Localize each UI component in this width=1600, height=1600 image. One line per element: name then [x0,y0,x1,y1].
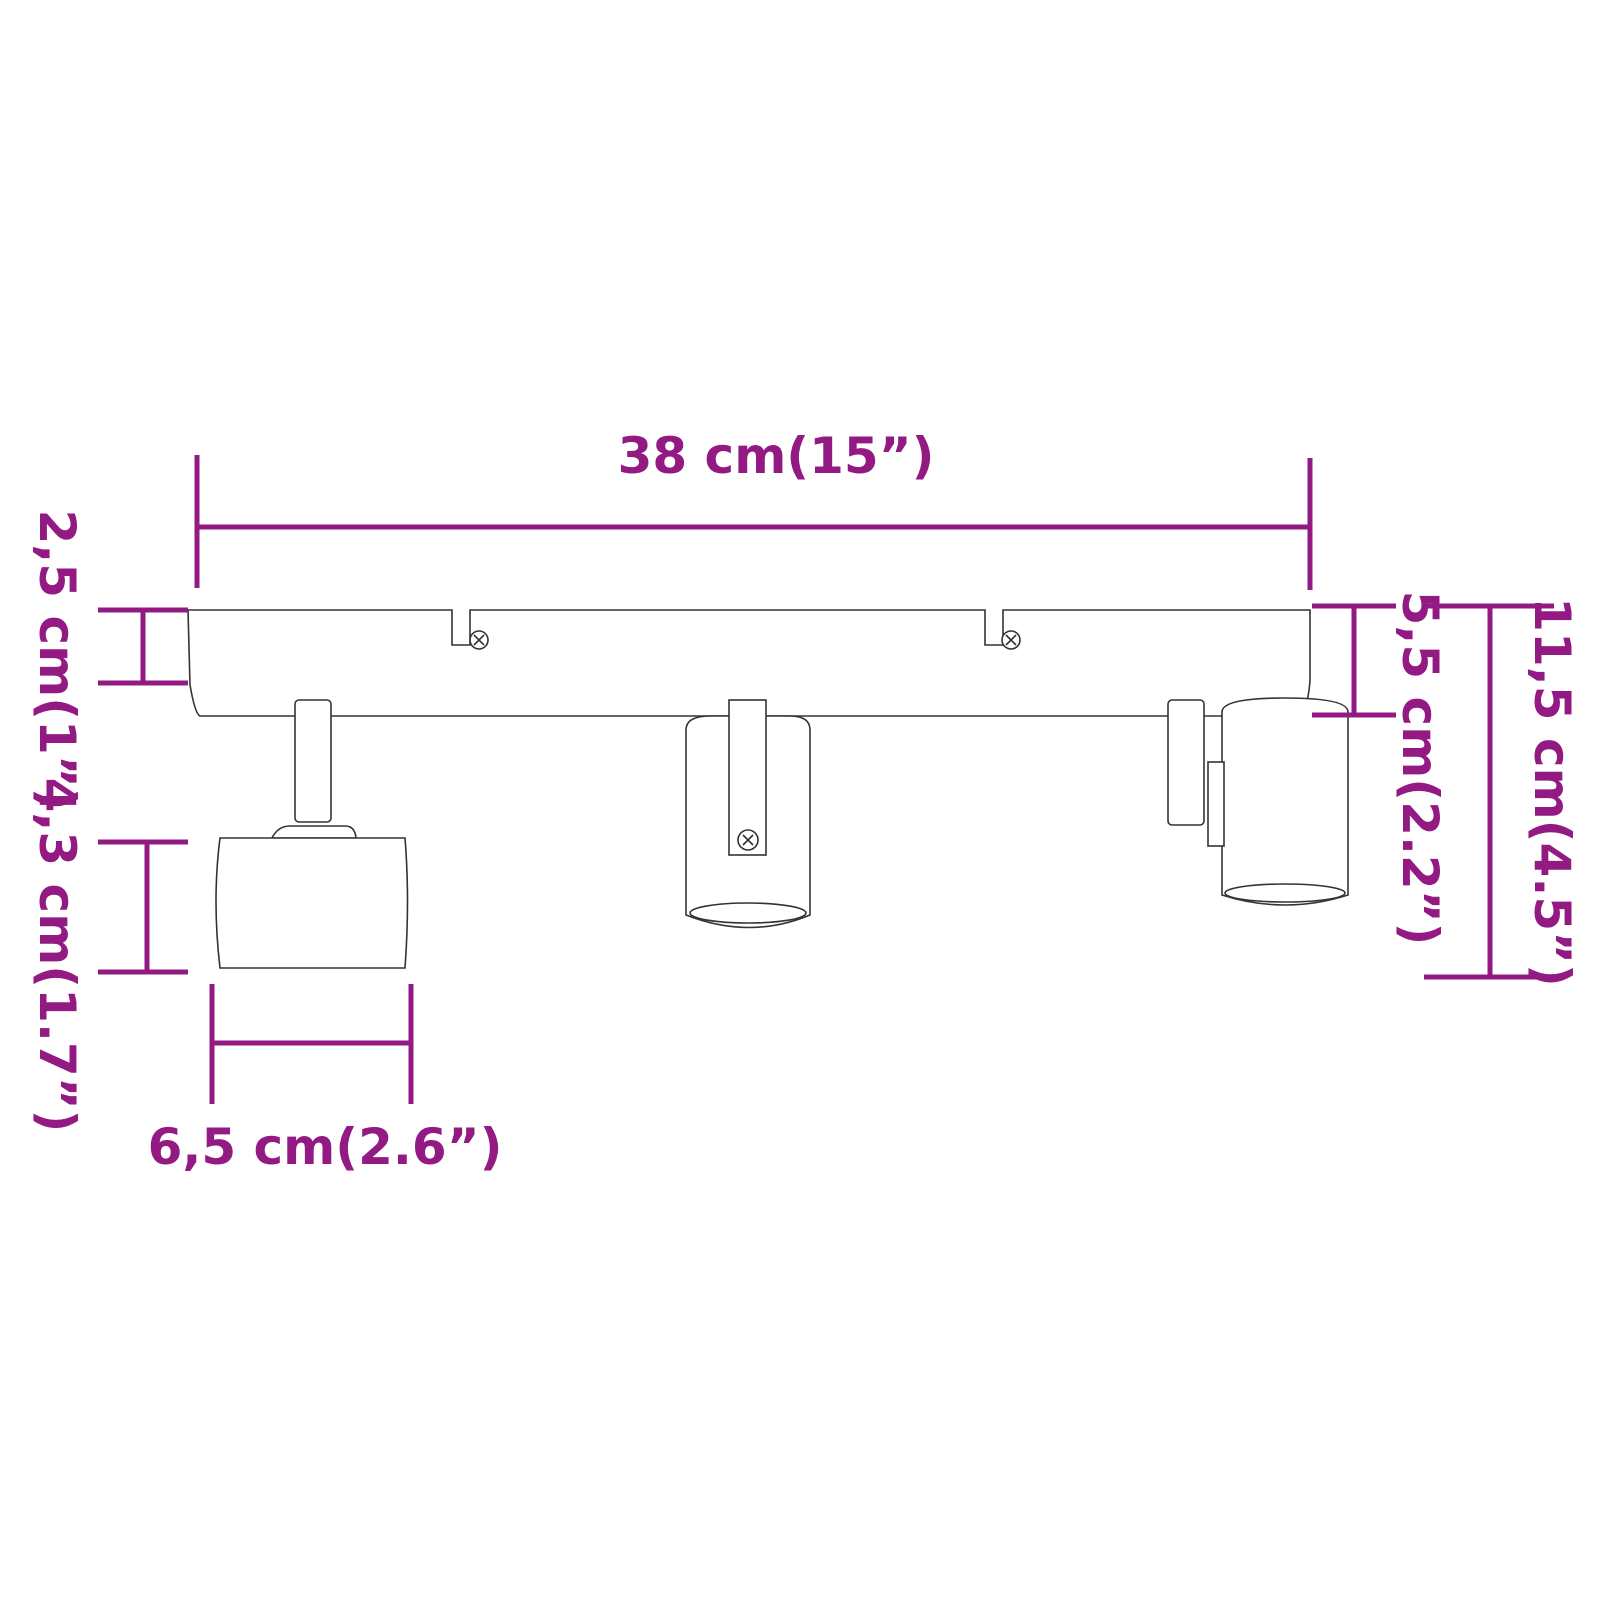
shade-width-label: 6,5 cm(2.6”) [148,1118,503,1176]
shade-height-label: 4,3 cm(1.7”) [28,778,86,1133]
spotlight-center [685,699,811,929]
total-height-label: 11,5 cm(4.5”) [1523,597,1581,987]
mount-to-shade-label: 5,5 cm(2.2”) [1391,591,1449,946]
bar-height-label: 2,5 cm(1”) [28,509,86,810]
length-label: 38 cm(15”) [618,427,935,485]
spotlight-left [215,699,409,969]
spotlight-right [1167,697,1349,906]
dimension-lines [98,455,1554,1104]
